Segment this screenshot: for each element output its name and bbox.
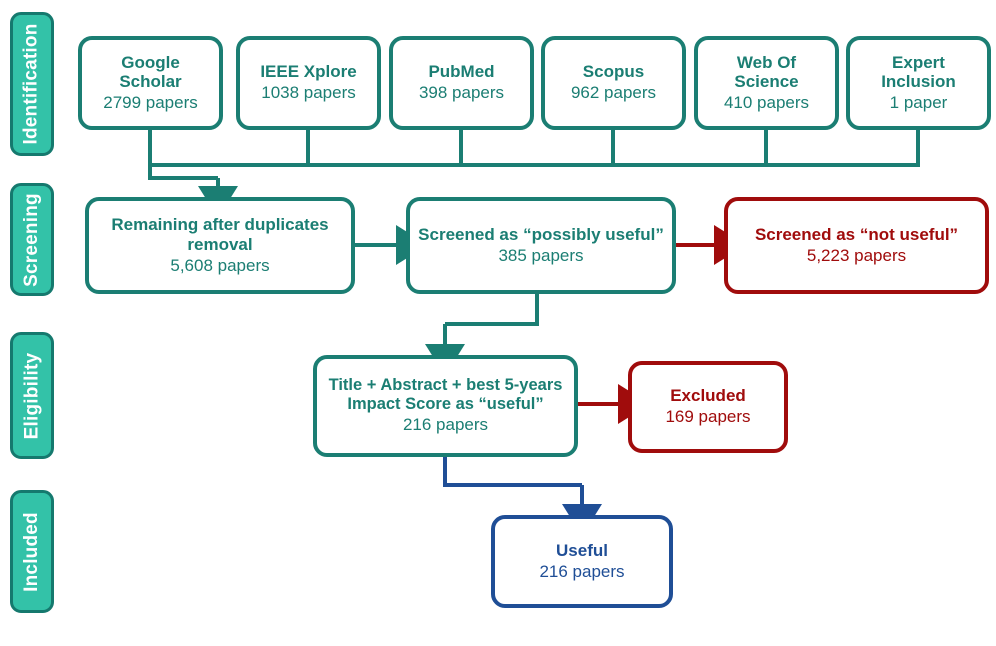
node-count: 169 papers [665,407,751,427]
source-title: IEEE Xplore [260,62,357,82]
source-count: 2799 papers [103,93,198,113]
stage-label-eligibility: Eligibility [21,352,42,439]
source-count: 1038 papers [261,83,356,103]
source-box-google-scholar[interactable]: Google Scholar 2799 papers [78,36,223,130]
node-title: Remaining after duplicates removal [111,215,329,254]
node-count: 385 papers [498,245,584,265]
stage-badge-identification: Identification [10,12,54,156]
stage-label-screening: Screening [21,192,43,287]
source-count: 1 paper [889,93,948,113]
source-box-ieee-xplore[interactable]: IEEE Xplore 1038 papers [236,36,381,130]
node-title: Excluded [670,386,746,406]
source-count: 398 papers [418,83,505,103]
screening-box-duplicates-removal[interactable]: Remaining after duplicates removal 5,608… [85,197,355,294]
stage-label-identification: Identification [21,23,42,145]
source-title: PubMed [428,62,495,82]
screening-box-possibly-useful[interactable]: Screened as “possibly useful” 385 papers [406,197,676,294]
source-box-expert-inclusion[interactable]: Expert Inclusion 1 paper [846,36,991,130]
source-title: Scopus [582,62,645,82]
eligibility-box-excluded[interactable]: Excluded 169 papers [628,361,788,453]
node-title: Screened as “not useful” [754,224,959,244]
node-count: 216 papers [402,415,489,435]
source-title: Google Scholar [119,52,182,92]
included-box-useful[interactable]: Useful 216 papers [491,515,673,608]
node-title: Title + Abstract + best 5-years Impact S… [328,376,563,414]
screening-box-not-useful[interactable]: Screened as “not useful” 5,223 papers [724,197,989,294]
source-title: Web Of Science [734,52,799,92]
node-title: Useful [556,540,608,560]
node-count: 5,223 papers [806,245,907,265]
eligibility-box-assessed[interactable]: Title + Abstract + best 5-years Impact S… [313,355,578,457]
node-count: 5,608 papers [170,255,270,275]
source-box-scopus[interactable]: Scopus 962 papers [541,36,686,130]
source-count: 962 papers [570,83,657,103]
source-count: 410 papers [723,93,810,113]
stage-label-included: Included [21,511,42,592]
source-box-pubmed[interactable]: PubMed 398 papers [389,36,534,130]
stage-badge-included: Included [10,490,54,613]
elbow-possibly-useful-to-assessed [445,292,539,326]
bus-to-duplicates-elbow [148,165,218,180]
source-box-web-of-science[interactable]: Web Of Science 410 papers [694,36,839,130]
elbow-assessed-to-useful [443,457,582,487]
source-title: Expert Inclusion [881,52,956,92]
node-count: 216 papers [539,561,625,581]
stage-badge-eligibility: Eligibility [10,332,54,459]
node-title: Screened as “possibly useful” [418,224,664,244]
stage-badge-screening: Screening [10,183,54,296]
